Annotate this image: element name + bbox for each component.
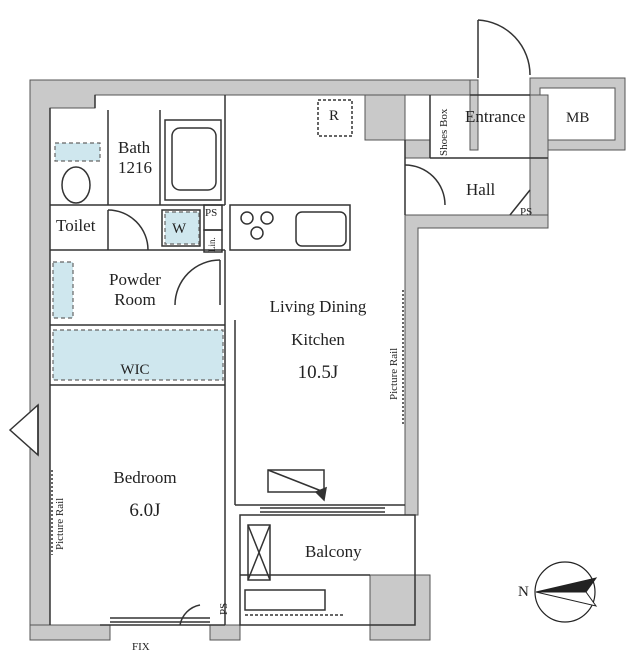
powder-storage — [52, 261, 74, 319]
picture-rail-bedroom: Picture Rail — [54, 497, 66, 550]
north-arrow — [534, 561, 598, 623]
wall-balcony-right — [369, 574, 431, 641]
room-toilet: Toilet — [56, 216, 96, 235]
room-balcony: Balcony — [305, 542, 362, 561]
room-ldk-2: Kitchen — [291, 330, 345, 349]
washer-storage — [164, 211, 200, 245]
room-entrance: Entrance — [465, 107, 526, 126]
room-ldk-size: 10.5J — [297, 362, 339, 383]
w-label: W — [172, 221, 187, 237]
picture-rail-ldk: Picture Rail — [388, 347, 400, 400]
ps-bedroom-label: PS — [218, 602, 230, 615]
fix-label: FIX — [132, 641, 150, 653]
r-label: R — [329, 108, 340, 124]
room-powder-1: Powder — [109, 270, 161, 289]
wall-right — [529, 94, 549, 226]
wall-bottom-2 — [209, 624, 241, 641]
storage-areas — [52, 142, 224, 381]
room-hall: Hall — [466, 180, 496, 199]
wall-r — [364, 94, 406, 141]
north-label: N — [518, 584, 529, 600]
room-bath: Bath — [118, 138, 151, 157]
wic-storage — [52, 329, 224, 381]
room-wic: WIC — [120, 362, 150, 378]
shoes-box-label: Shoes Box — [438, 108, 450, 156]
toilet-storage — [54, 142, 101, 162]
wall-hall-bottom — [404, 214, 549, 516]
wall-bottom — [29, 624, 111, 641]
room-mb: MB — [566, 110, 590, 126]
room-bedroom: Bedroom — [113, 468, 177, 487]
wall-entrance-top — [469, 79, 479, 151]
room-bath-size: 1216 — [118, 158, 152, 177]
lin-label: Lin. — [207, 237, 217, 252]
ps-hall-label: PS — [520, 206, 533, 218]
room-ldk-1: Living Dining — [269, 297, 367, 316]
room-powder-2: Room — [114, 290, 156, 309]
ps-bath-label: PS — [205, 207, 218, 219]
room-bedroom-size: 6.0J — [129, 500, 161, 521]
wall-shoebox — [404, 139, 431, 159]
interior-walls — [8, 19, 548, 626]
